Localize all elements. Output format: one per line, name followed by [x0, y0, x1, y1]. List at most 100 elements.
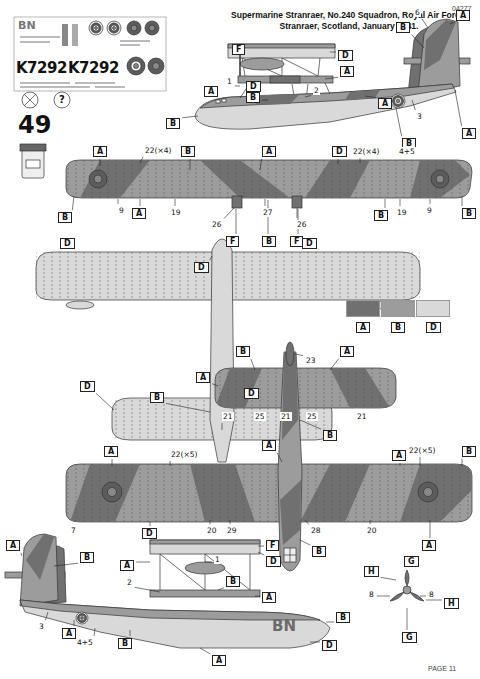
callout-number: 21 [222, 412, 234, 421]
leader-line [330, 52, 336, 53]
leader-line [330, 359, 339, 370]
callout-number: 23 [305, 356, 317, 365]
leader-line [265, 199, 266, 206]
paint-callout: H [444, 598, 459, 609]
callout-number: 22(×5) [170, 450, 198, 459]
paint-callout: F [266, 540, 279, 551]
callout-number: 20 [206, 526, 218, 535]
leader-line [262, 100, 268, 101]
leader-line [450, 22, 454, 24]
callout-number: 21 [280, 412, 292, 421]
leader-line [224, 208, 234, 219]
paint-callout: B [236, 346, 250, 357]
paint-callout: D [322, 640, 337, 651]
leader-line [258, 546, 264, 547]
callout-number: 21 [356, 412, 368, 421]
leader-line [385, 199, 386, 208]
leader-line [260, 159, 262, 170]
leader-line [426, 600, 442, 601]
color-swatch [381, 300, 415, 317]
paint-callout: A [378, 98, 392, 109]
paint-callout: B [262, 236, 276, 247]
callout-number: 4+5 [76, 638, 94, 647]
paint-callout: B [396, 22, 410, 33]
legend-letter: D [426, 322, 441, 333]
leader-line [277, 453, 282, 462]
leader-line [130, 630, 131, 636]
leader-line [430, 520, 431, 538]
paint-callout: G [402, 632, 417, 643]
leader-line [74, 620, 75, 626]
paint-callout: B [181, 146, 195, 157]
leader-line [412, 100, 415, 110]
leader-line [170, 461, 171, 466]
leader-line [462, 196, 463, 206]
paint-callout: A [340, 66, 354, 77]
leader-line [112, 459, 113, 466]
paint-callout: F [232, 44, 245, 55]
callout-number: 3 [38, 622, 45, 631]
leader-line [326, 622, 334, 623]
leader-line [411, 34, 424, 48]
leader-line [462, 459, 463, 466]
leader-line [175, 199, 176, 206]
callout-number: 22(×4) [144, 146, 172, 155]
leader-line [96, 393, 114, 410]
leader-line [212, 384, 218, 386]
callout-number: 22(×4) [352, 147, 380, 156]
leader-line [135, 587, 160, 592]
paint-callout: D [332, 146, 347, 157]
paint-callout: A [262, 146, 276, 157]
paint-callout: B [462, 208, 476, 219]
leader-line [396, 108, 402, 136]
leader-line [100, 159, 101, 166]
callout-number: 8 [428, 590, 435, 599]
callout-number: 26 [211, 220, 223, 229]
decal-serial: K7292 [68, 60, 119, 76]
callout-number: 25 [254, 412, 266, 421]
leader-line [218, 588, 224, 590]
paint-callout: D [60, 238, 75, 249]
leader-line [430, 199, 431, 204]
paint-callout: B [323, 430, 337, 441]
paint-callout: B [150, 392, 164, 403]
paint-callout: H [364, 566, 379, 577]
decal-code: BN [18, 20, 36, 32]
leader-line [295, 354, 303, 356]
paint-callout: A [132, 208, 146, 219]
leader-line [140, 199, 141, 206]
leader-line [118, 199, 119, 204]
callout-number: 1 [214, 555, 221, 564]
color-swatch [346, 300, 380, 317]
squadron-code: BN [272, 618, 296, 634]
paint-callout: B [312, 546, 326, 557]
leader-line [377, 596, 390, 597]
leader-line [300, 420, 321, 429]
paint-callout: B [80, 552, 94, 563]
callout-number: 9 [118, 206, 125, 215]
leader-line [305, 520, 309, 524]
leader-line [235, 86, 240, 87]
title: Supermarine Stranraer, No.240 Squadron, … [226, 10, 472, 32]
paint-callout: F [226, 236, 239, 247]
leader-line [400, 463, 401, 466]
paint-callout: A [104, 446, 118, 457]
leader-line [420, 457, 421, 466]
paint-callout: D [142, 528, 157, 539]
callout-number: 1 [226, 77, 233, 86]
leader-line [310, 642, 320, 643]
leader-line [297, 208, 298, 218]
paint-callout: D [266, 556, 281, 567]
leader-line [200, 648, 210, 654]
leader-line [94, 628, 96, 636]
paint-callout: B [226, 576, 240, 587]
leader-line [21, 553, 22, 556]
callout-number: 20 [366, 526, 378, 535]
paint-callout: B [118, 638, 132, 649]
leader-line [305, 95, 311, 97]
callout-number: 3 [416, 112, 423, 121]
step-number: 49 [18, 112, 51, 138]
leader-line [236, 209, 237, 234]
decal-serial: K7292 [16, 60, 67, 76]
